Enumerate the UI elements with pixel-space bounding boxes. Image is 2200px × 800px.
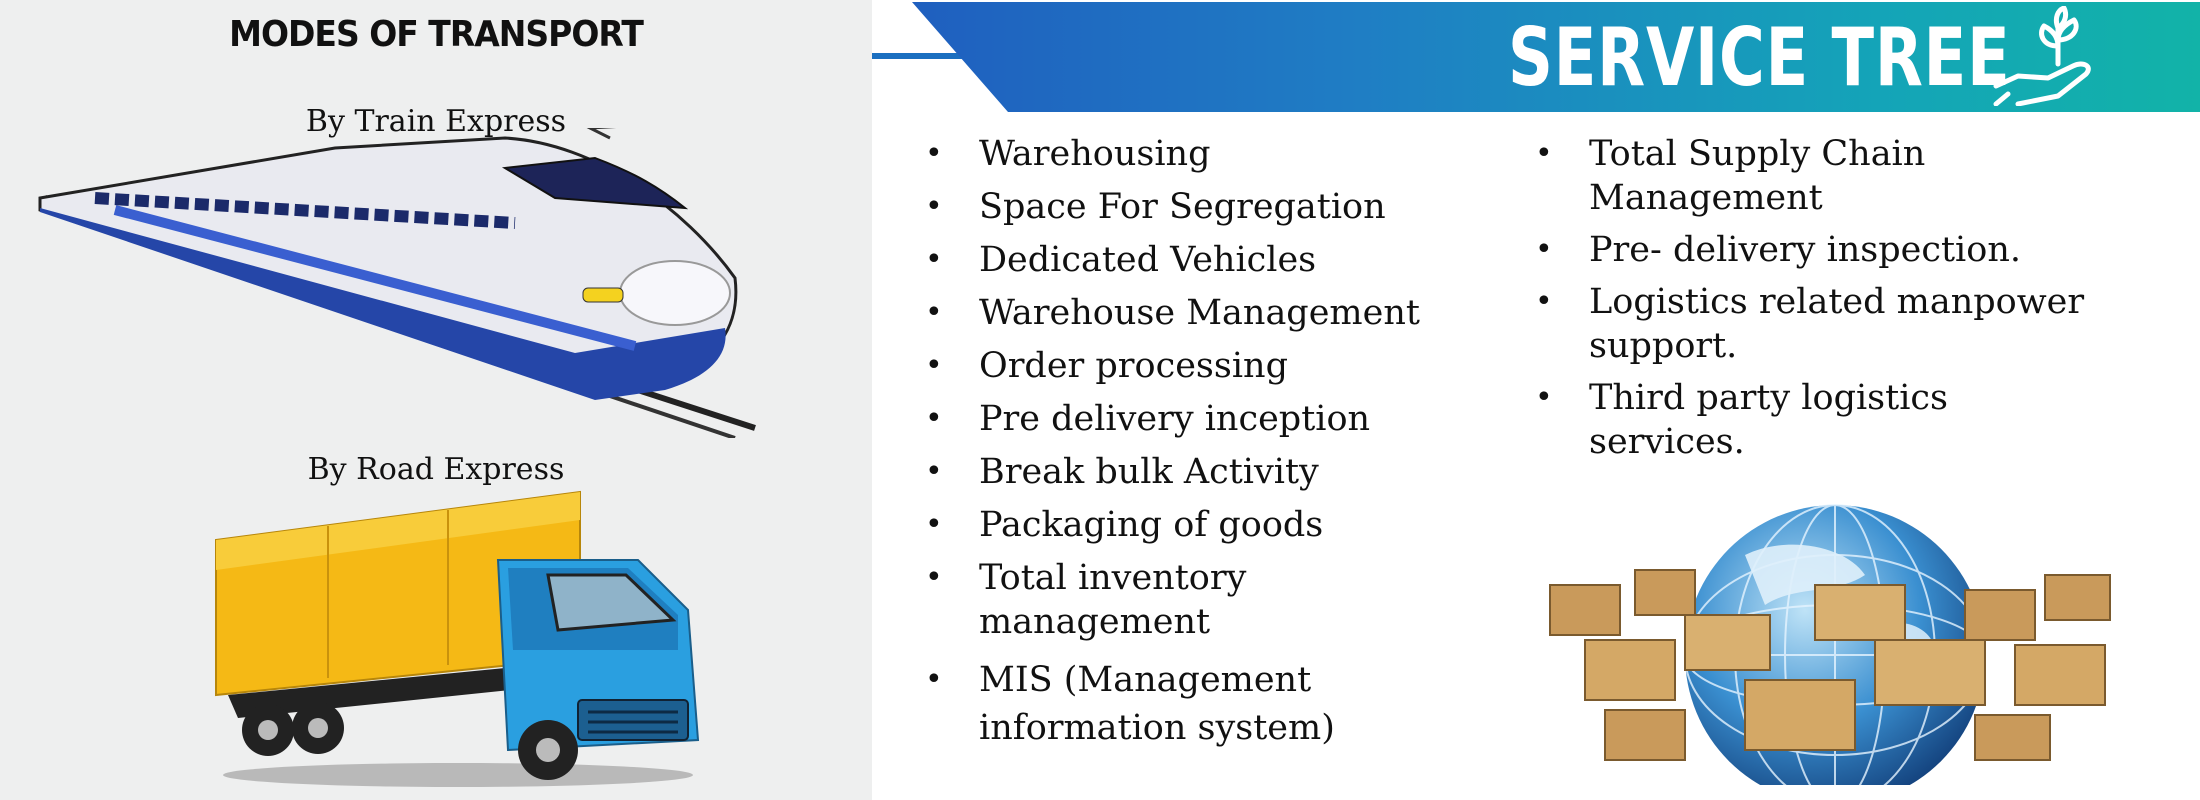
train-label: By Train Express xyxy=(305,104,567,139)
globe-with-boxes-illustration xyxy=(1549,504,2111,785)
list-item: Order processing xyxy=(925,344,1485,388)
hand-sprout-icon xyxy=(1993,6,2091,106)
list-item: Dedicated Vehicles xyxy=(925,238,1485,282)
road-label: By Road Express xyxy=(307,452,565,487)
service-list-right: Total Supply Chain Management Pre- deliv… xyxy=(1535,132,2095,472)
modes-of-transport-panel: MODES OF TRANSPORT By Train Express By R… xyxy=(0,0,872,800)
list-item: Warehousing xyxy=(925,132,1485,176)
list-item: Warehouse Management xyxy=(925,291,1485,335)
list-item: Total Supply Chain Management xyxy=(1535,132,2095,220)
list-item: Space For Segregation xyxy=(925,185,1485,229)
list-item: MIS (Management information system) xyxy=(925,656,1485,752)
header-accent-line xyxy=(872,53,972,59)
list-item: Pre- delivery inspection. xyxy=(1535,228,2095,272)
list-item: Total inventory management xyxy=(925,556,1485,644)
list-item: Break bulk Activity xyxy=(925,450,1485,494)
modes-title: MODES OF TRANSPORT xyxy=(229,12,644,55)
service-list-left: Warehousing Space For Segregation Dedica… xyxy=(925,132,1485,761)
service-tree-title: SERVICE TREE xyxy=(1508,11,2011,104)
list-item: Third party logistics services. xyxy=(1535,376,2095,464)
header-banner xyxy=(912,2,2200,112)
list-item: Packaging of goods xyxy=(925,503,1485,547)
list-item: Pre delivery inception xyxy=(925,397,1485,441)
list-item: Logistics related manpower support. xyxy=(1535,280,2095,368)
truck-illustration xyxy=(215,490,700,787)
bullet-train-illustration xyxy=(38,128,756,438)
